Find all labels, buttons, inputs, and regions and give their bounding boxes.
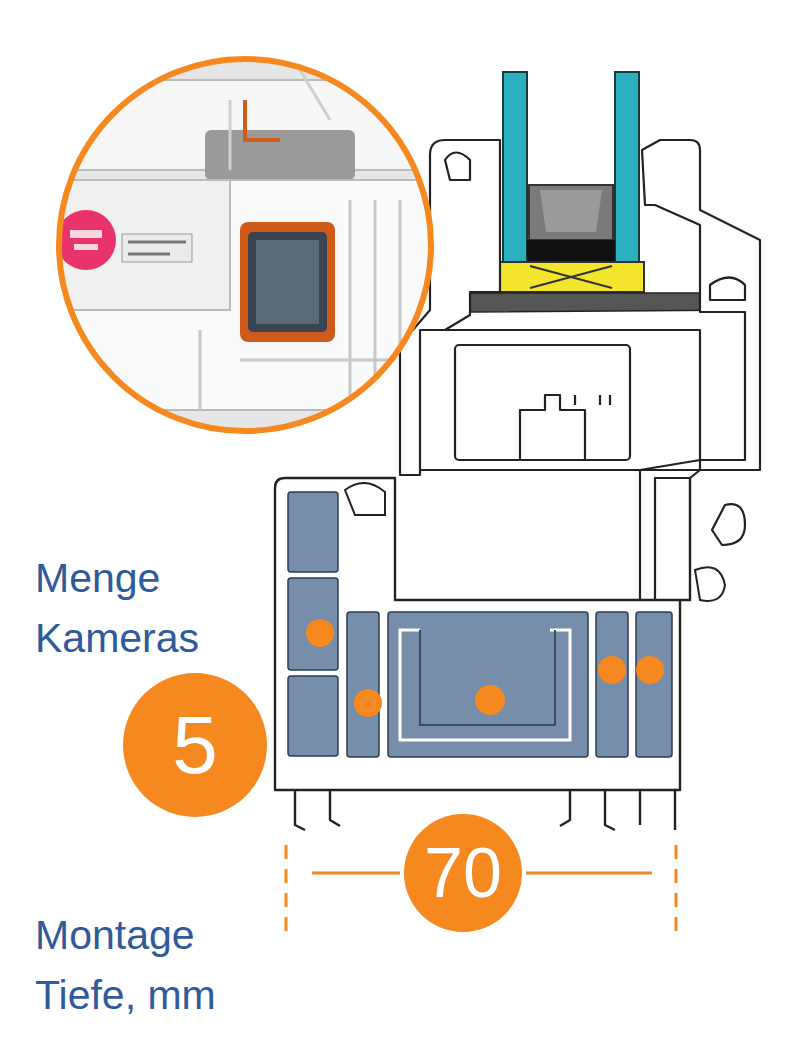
sash-profile: [400, 140, 760, 600]
inset-photo: [60, 180, 230, 310]
frame-profile: [275, 478, 680, 790]
inset-photo: [245, 100, 280, 140]
inset-photo: [205, 130, 355, 180]
dimension-line: [312, 872, 400, 875]
chamber-dot: [306, 619, 664, 717]
inset-photo: [122, 234, 192, 262]
sash-profile: [420, 330, 700, 470]
depth-circle: 70: [404, 814, 522, 932]
circle-number: 70: [424, 838, 502, 908]
glazing-block: [530, 266, 612, 288]
inset-border: [59, 59, 431, 431]
spacer: [540, 190, 602, 232]
inset-photo: [60, 180, 440, 410]
steel-reinforcement: [400, 630, 570, 740]
chamber-dot: [598, 656, 626, 684]
chamber-dot: [475, 685, 505, 715]
frame-profile: [680, 478, 690, 600]
glass-pane: [503, 72, 639, 267]
circle-shape: [123, 673, 267, 817]
inset-photo: [74, 244, 98, 250]
inset-photo: [248, 232, 327, 332]
inset-photo: [70, 230, 102, 238]
chamber-dot: [306, 619, 334, 647]
axis-caption: Menge Kameras: [35, 548, 250, 668]
sash-profile: [710, 278, 745, 301]
circle-number: 5: [172, 704, 218, 786]
inset-photo: [55, 55, 440, 435]
sash-profile: [575, 395, 610, 405]
glass-pane: [503, 72, 527, 267]
sash-profile: [712, 504, 745, 545]
axis-caption: Montage Tiefe, mm: [35, 905, 265, 1025]
frame-seal: [695, 567, 725, 601]
insulation-chamber: [388, 612, 588, 757]
inset-photo: [256, 240, 319, 324]
insulation-chamber: [288, 676, 338, 756]
spacer: [529, 185, 613, 240]
frame-profile: [275, 478, 690, 830]
frame-seal: [345, 483, 385, 515]
inset-photo: [56, 210, 116, 270]
insulation-chamber: [636, 612, 672, 757]
dimension-line: [526, 872, 652, 875]
frame-seal: [345, 483, 725, 601]
inset-photo: [230, 70, 420, 170]
steel-reinforcement: [400, 630, 570, 740]
dimension-line: [285, 845, 288, 940]
chamber-dot: [354, 689, 382, 717]
sash-profile: [455, 345, 630, 460]
insulation-chamber: [596, 612, 628, 757]
insulation-chamber: [288, 578, 338, 670]
inset-photo: [200, 200, 440, 410]
dimension-line: [675, 845, 678, 940]
spacer: [527, 240, 615, 262]
insulation-chamber: [288, 492, 672, 757]
insulation-chamber: [347, 612, 379, 757]
sash-profile: [445, 153, 470, 181]
inset-photo: [128, 242, 186, 254]
glass-pane: [615, 72, 639, 267]
chamber-dot: [636, 656, 664, 684]
inset-photo: [240, 222, 335, 342]
spacer: [527, 185, 615, 262]
glazing-block: [498, 262, 644, 292]
insulation-chamber: [288, 492, 338, 572]
steel-reinforcement: [420, 630, 555, 725]
camera-count-circle: 5: [123, 673, 267, 817]
circle-shape: [404, 814, 522, 932]
